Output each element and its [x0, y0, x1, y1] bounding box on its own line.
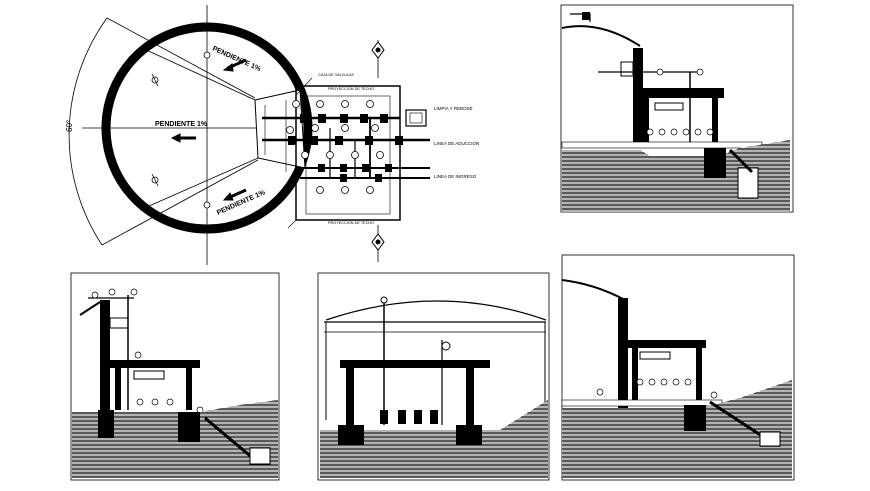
section-4-frame: [561, 254, 795, 481]
valve-symbols: [288, 114, 403, 182]
slope-label-center: PENDIENTE 1%: [155, 121, 208, 128]
line-label-2: LINEA DE ADUCCION: [434, 141, 479, 146]
slope-arrows: [170, 58, 247, 201]
section-3-frame: [317, 272, 550, 481]
north-arrow-icon: [371, 40, 385, 78]
slope-label-top: PENDIENTE 1%: [211, 45, 262, 73]
tank-partition-bottom: [139, 157, 259, 211]
reference-bubbles: [286, 100, 384, 194]
line-label-3: LINEA DE INGRESO: [434, 174, 477, 179]
section-view-2: [70, 272, 280, 481]
reading-label-3: PROYECCION DE TECHO: [328, 221, 374, 225]
section-2-frame: [70, 272, 280, 481]
angle-label: 60°: [65, 120, 74, 132]
overflow-box: [405, 109, 427, 127]
plan-sector-arc: [68, 17, 108, 246]
tank-wall: [101, 22, 313, 234]
plan-sector-ray-bottom: [101, 159, 259, 246]
tank-drain-symbols: [151, 51, 211, 209]
section-view-4: [561, 254, 795, 481]
valve-box-frame: [295, 85, 401, 221]
plan-view: 60° PENDIENTE 1% PENDIENTE 1% PENDIENTE …: [65, 5, 479, 265]
plan-sector-ray-top: [106, 17, 256, 99]
reading-label-2: PROYECCION DE TECHO: [328, 87, 374, 91]
reading-label-1: CAJA DE VALVULAS: [318, 73, 354, 77]
section-view-1: [560, 4, 794, 213]
tank-partition-top: [141, 47, 256, 101]
section-view-3: [317, 272, 550, 481]
north-arrow-icon: [371, 225, 385, 262]
line-label-1: LIMPIA Y REBOSE: [434, 106, 473, 111]
